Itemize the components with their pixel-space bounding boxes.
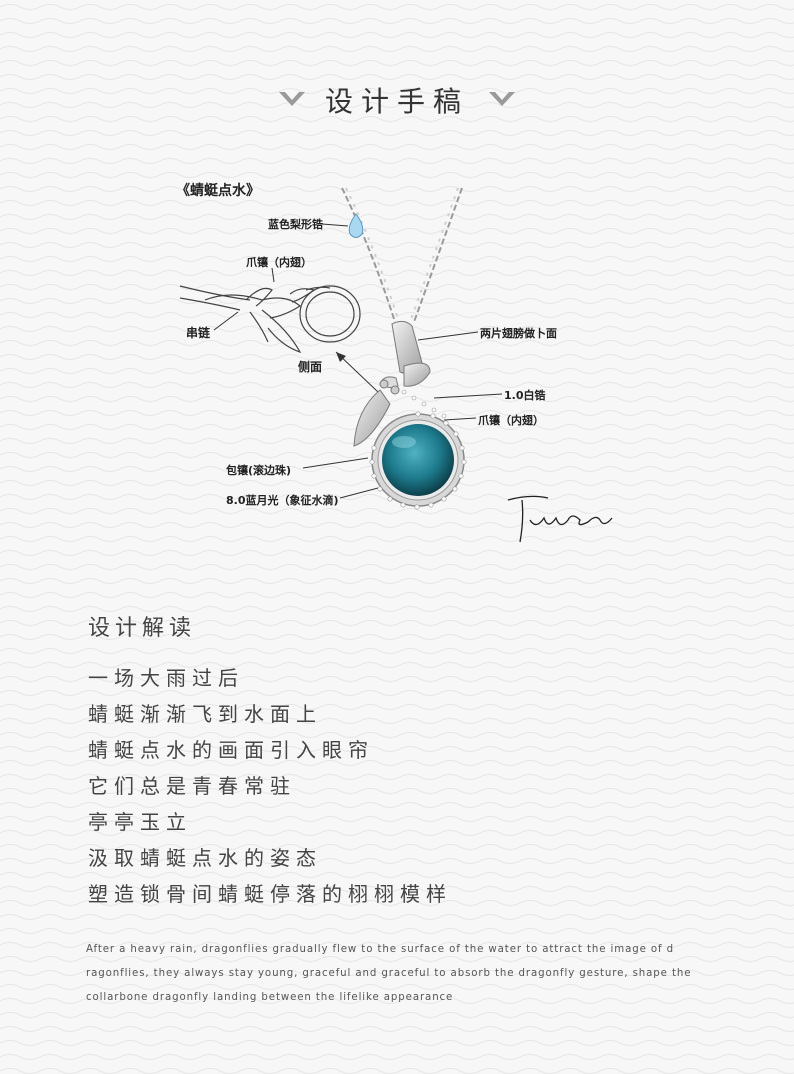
poem-line: 亭亭玉立	[88, 810, 192, 834]
necklace-sketch	[179, 187, 613, 543]
leader-lines	[213, 223, 503, 499]
side-view-sketch	[179, 285, 361, 354]
label-side-view: 侧面	[298, 360, 323, 374]
dragonfly	[353, 320, 431, 447]
chain-right	[409, 187, 463, 323]
poem-line: 它们总是青春常驻	[88, 774, 296, 798]
poem-line: 蜻蜓点水的画面引入眼帘	[88, 738, 374, 762]
designer-signature	[507, 495, 613, 543]
english-line: After a heavy rain, dragonflies graduall…	[86, 944, 675, 955]
label-claw-setting-top: 爪镶（内翅）	[246, 256, 312, 269]
page-title: 设计手稿	[324, 85, 469, 118]
label-white-zircon: 1.0白锆	[504, 389, 546, 402]
poem-line: 一场大雨过后	[88, 666, 244, 690]
english-line: collarbone dragonfly landing between the…	[86, 992, 454, 1003]
label-moonstone: 8.0蓝月光（象征水滴)	[226, 494, 339, 507]
header: 设计手稿	[0, 80, 794, 120]
pear-zircon	[348, 213, 364, 238]
design-poem: 一场大雨过后 蜻蜓渐渐飞到水面上 蜻蜓点水的画面引入眼帘 它们总是青春常驻 亭亭…	[88, 660, 452, 912]
sketch-title: 《蜻蜓点水》	[176, 183, 260, 199]
label-string-chain: 串链	[186, 326, 211, 340]
accent-zircons	[369, 389, 467, 510]
arrow-icon	[336, 352, 346, 362]
english-description: After a heavy rain, dragonflies graduall…	[86, 938, 716, 1010]
poem-line: 汲取蜻蜓点水的姿态	[88, 846, 322, 870]
moonstone	[382, 424, 454, 496]
chevron-down-icon	[489, 92, 515, 106]
label-bezel: 包镶(滚边珠)	[226, 464, 292, 477]
label-blue-pear-zircon: 蓝色梨形锆	[268, 218, 323, 231]
label-two-wings: 两片翅膀做卜面	[480, 327, 557, 340]
poem-line: 蜻蜓渐渐飞到水面上	[88, 702, 322, 726]
chevron-down-icon	[278, 92, 305, 106]
poem-line: 塑造锁骨间蜻蜓停落的栩栩模样	[88, 882, 452, 906]
chain-left	[341, 187, 400, 323]
english-line: ragonflies, they always stay young, grac…	[86, 968, 692, 979]
label-claw-setting-inner: 爪镶（内翅）	[478, 414, 544, 427]
section-title: 设计解读	[88, 616, 197, 641]
